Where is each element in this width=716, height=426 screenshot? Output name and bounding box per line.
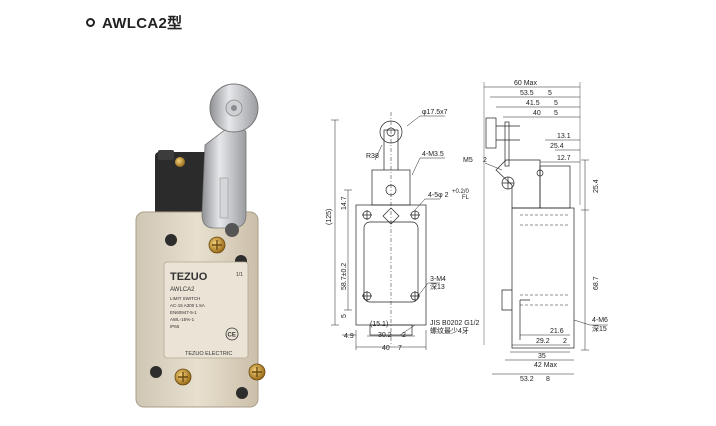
label-radius: R38 — [366, 153, 379, 160]
label-thread-spec: JIS B0202 G1/2 — [430, 320, 480, 327]
mount-hole-icon — [150, 366, 162, 378]
label-d25: 25.4 — [550, 143, 564, 150]
label-b53-tol: 8 — [546, 376, 550, 383]
side-body-outline — [511, 207, 575, 349]
label-plate — [163, 261, 249, 359]
label-upper-height: 14.7 — [341, 196, 348, 210]
section-header: AWLCA2型 — [86, 12, 182, 33]
spec-line: IP65 — [170, 324, 180, 329]
label-w41: 41.5 — [526, 100, 540, 107]
label-thread-note: 螺纹最少4牙 — [430, 326, 469, 335]
label-w40: 40 — [533, 110, 541, 117]
head-screw-icon — [175, 157, 185, 167]
label-hole-tolerance: +0.2/0 — [452, 189, 470, 195]
label-fl: FL — [462, 195, 470, 201]
label-screw: 4-M3.5 — [422, 151, 444, 158]
svg-text:CE: CE — [228, 333, 236, 339]
spec-line: EN60947-5-1 — [170, 310, 197, 315]
label-h25: 25.4 — [593, 179, 600, 193]
version-label: 1/1 — [236, 272, 243, 278]
label-m6-depth: 深15 — [592, 324, 607, 333]
head-block — [155, 152, 215, 222]
label-b29: 29.2 — [536, 338, 550, 345]
front-view-labels: φ17.5x7 R38 4-M3.5 4-5φ 2 +0.2/0 FL 3-M4… — [326, 109, 480, 352]
label-h68: 68.7 — [593, 276, 600, 290]
side-view-drawing — [483, 82, 608, 375]
label-b53: 53.2 — [520, 376, 534, 383]
label-d13: 13.1 — [557, 133, 571, 140]
circle-bullet-icon — [86, 18, 95, 27]
label-d12: 12.7 — [557, 155, 571, 162]
label-inner-width: 30.2 — [378, 332, 392, 339]
hub-icon — [225, 223, 239, 237]
label-inner-width-tol: 2 — [402, 332, 406, 339]
switch-photo: TEZUO 1/1 AWLCA2 LIMIT SWITCH AC-15 A300… — [135, 83, 266, 408]
ce-mark-icon — [225, 327, 239, 341]
mount-hole-icon — [236, 387, 248, 399]
label-roller-size: φ17.5x7 — [422, 109, 448, 116]
model-label: AWLCA2 — [170, 287, 195, 293]
label-paren-width: (15.1) — [370, 321, 388, 328]
label-b35: 35 — [538, 353, 546, 360]
label-w53-tol: 5 — [548, 90, 552, 97]
label-m4-depth: 深13 — [430, 282, 445, 291]
label-b21: 21.6 — [550, 328, 564, 335]
spec-line: AC-15 A300 1.5A — [170, 303, 205, 308]
label-low-height: 5 — [341, 314, 348, 318]
spec-line: AWL-15%-1 — [170, 317, 195, 322]
label-w41-tol: 5 — [554, 100, 558, 107]
footer-label: TEZUO ELECTRIC — [185, 351, 232, 357]
label-b29-tol: 2 — [563, 338, 567, 345]
label-m6: 4-M6 — [592, 317, 608, 324]
side-view-labels: 60 Max 53.5 5 41.5 5 40 5 13.1 25.4 12.7… — [463, 80, 608, 383]
label-m5-tol: 2 — [483, 157, 487, 164]
label-hole: 4-5φ 2 — [428, 192, 449, 199]
label-outer-width-tol: 7 — [398, 345, 402, 352]
spec-line: LIMIT SWITCH — [170, 296, 200, 301]
brand-label: TEZUO — [170, 271, 208, 283]
label-m5: M5 — [463, 157, 473, 164]
label-overall-height: (125) — [326, 209, 333, 225]
page-title: AWLCA2型 — [102, 15, 183, 32]
label-mid-height: 58.7±0.2 — [341, 263, 348, 290]
label-m4: 3-M4 — [430, 276, 446, 283]
label-w53: 53.5 — [520, 90, 534, 97]
label-outer-width: 40 — [382, 345, 390, 352]
label-w60: 60 Max — [514, 80, 537, 87]
front-view-drawing — [331, 112, 445, 350]
label-b42: 42 Max — [534, 362, 557, 369]
label-w40-tol: 5 — [554, 110, 558, 117]
mount-hole-icon — [165, 234, 177, 246]
label-left-offset: 4.9 — [344, 333, 354, 340]
